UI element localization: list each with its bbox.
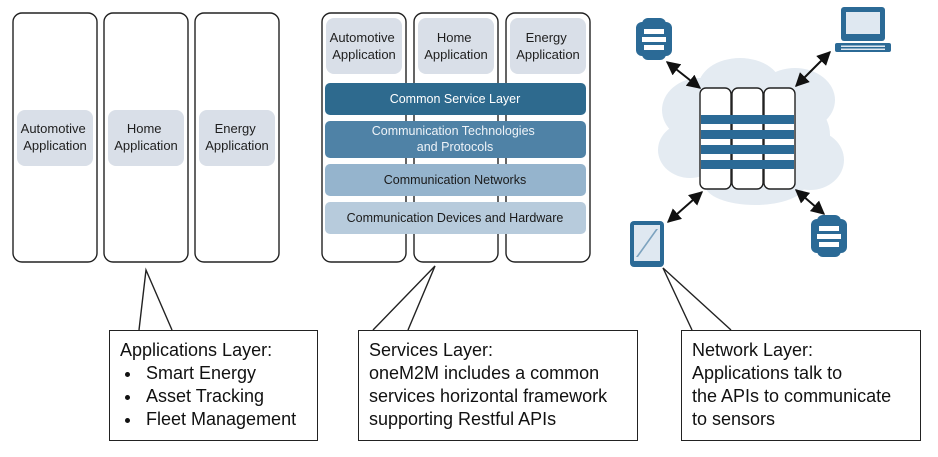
app-label-bg-energy (199, 110, 275, 166)
applications-layer-title: Applications Layer: (120, 340, 273, 360)
services-panel: Automotive Application Home Application … (321, 12, 591, 263)
layer-common-service (325, 83, 586, 115)
pointer-services (372, 265, 436, 331)
link-arrow-computer (795, 51, 831, 87)
svc-label-bg-automotive (326, 18, 402, 74)
list-item: Smart Energy (142, 362, 307, 385)
svc-label-bg-home (418, 18, 494, 74)
network-layer-line: Applications talk to (692, 363, 843, 383)
layer-communication-devices-label: Communication Devices and Hardware (347, 211, 564, 225)
computer-icon (835, 7, 891, 52)
services-layer-line: Services Layer: (369, 340, 494, 360)
link-arrow-sensor-bottom (794, 189, 826, 215)
network-layer-line: Network Layer: (692, 340, 814, 360)
svc-label-energy: Energy Application (516, 30, 580, 62)
list-item: Fleet Management (142, 408, 307, 431)
services-layer-line: oneM2M includes a common (369, 363, 600, 383)
list-item: Asset Tracking (142, 385, 307, 408)
applications-layer-list: Smart Energy Asset Tracking Fleet Manage… (120, 362, 307, 431)
services-layer-line: services horizontal framework (369, 386, 608, 406)
network-layer-line: to sensors (692, 409, 776, 429)
tablet-icon (630, 221, 664, 267)
callout-pointers (138, 265, 732, 331)
layer-communication-technologies (325, 121, 586, 158)
pointer-network (662, 267, 732, 331)
network-layer-callout: Network Layer: Applications talk to the … (681, 330, 921, 441)
layer-communication-networks-label: Communication Networks (384, 173, 526, 187)
link-arrow-sensor-top (665, 61, 702, 89)
applications-panel: Automotive Application Home Application … (12, 12, 280, 263)
link-arrow-tablet (666, 191, 704, 223)
applications-layer-callout: Applications Layer: Smart Energy Asset T… (109, 330, 318, 441)
services-layer-line: supporting Restful APIs (369, 409, 557, 429)
pointer-applications (138, 267, 173, 331)
layer-communication-networks (325, 164, 586, 196)
app-label-bg-home (108, 110, 184, 166)
services-layer-callout: Services Layer: oneM2M includes a common… (358, 330, 638, 441)
layer-communication-devices (325, 202, 586, 234)
app-label-automotive: Automotive Application (21, 121, 90, 153)
app-label-bg-automotive (17, 110, 93, 166)
network-layer-line: the APIs to communicate (692, 386, 892, 406)
server-rack-icon (699, 87, 796, 190)
app-label-energy: Energy Application (205, 121, 269, 153)
layer-common-service-label: Common Service Layer (390, 92, 521, 106)
svc-label-home: Home Application (424, 30, 488, 62)
layer-communication-technologies-label: Communication Technologies and Protocols (372, 124, 539, 154)
svc-label-automotive: Automotive Application (330, 30, 399, 62)
sensor-icon (811, 215, 847, 257)
app-label-home: Home Application (114, 121, 178, 153)
network-panel (630, 7, 891, 267)
sensor-icon (636, 18, 672, 60)
svc-label-bg-energy (510, 18, 586, 74)
